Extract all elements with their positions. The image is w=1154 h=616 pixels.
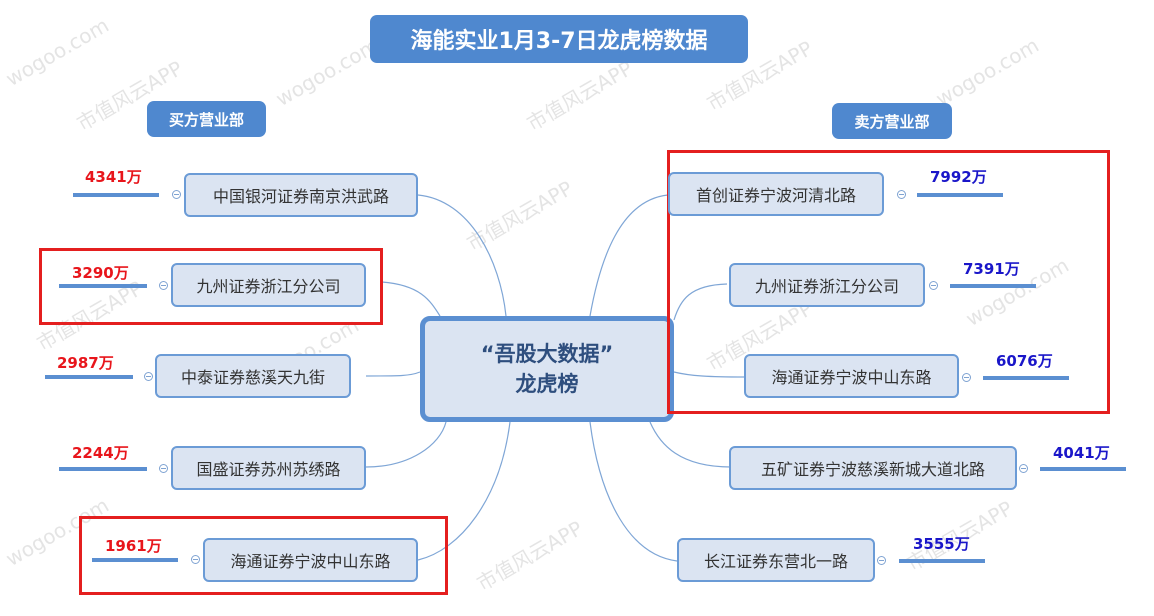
buy-amount: 2244万 bbox=[72, 444, 129, 462]
collapse-toggle-icon[interactable] bbox=[159, 464, 168, 473]
buy-section-label: 买方营业部 bbox=[147, 101, 266, 137]
highlight-box-sell-top3 bbox=[667, 150, 1110, 414]
highlight-box-buy-5 bbox=[79, 516, 448, 595]
amount-bar bbox=[59, 284, 147, 288]
buy-amount: 1961万 bbox=[105, 537, 162, 555]
collapse-toggle-icon[interactable] bbox=[1019, 464, 1028, 473]
central-topic-line2: 龙虎榜 bbox=[515, 372, 579, 396]
sell-amount: 6076万 bbox=[996, 352, 1053, 370]
buy-node[interactable]: 中泰证券慈溪天九街 bbox=[155, 354, 351, 398]
sell-amount: 3555万 bbox=[913, 535, 970, 553]
sell-amount: 7992万 bbox=[930, 168, 987, 186]
buy-amount: 2987万 bbox=[57, 354, 114, 372]
collapse-toggle-icon[interactable] bbox=[929, 281, 938, 290]
highlight-box-buy-2 bbox=[39, 248, 383, 325]
sell-node[interactable]: 五矿证券宁波慈溪新城大道北路 bbox=[729, 446, 1017, 490]
amount-bar bbox=[59, 467, 147, 471]
collapse-toggle-icon[interactable] bbox=[172, 190, 181, 199]
amount-bar bbox=[1040, 467, 1126, 471]
buy-node[interactable]: 国盛证券苏州苏绣路 bbox=[171, 446, 366, 490]
collapse-toggle-icon[interactable] bbox=[877, 556, 886, 565]
collapse-toggle-icon[interactable] bbox=[159, 281, 168, 290]
central-topic[interactable]: “吾股大数据” 龙虎榜 bbox=[420, 316, 674, 422]
sell-node[interactable]: 九州证券浙江分公司 bbox=[729, 263, 925, 307]
buy-amount: 4341万 bbox=[85, 168, 142, 186]
collapse-toggle-icon[interactable] bbox=[962, 373, 971, 382]
central-topic-line1: “吾股大数据” bbox=[480, 342, 614, 366]
amount-bar bbox=[92, 558, 178, 562]
collapse-toggle-icon[interactable] bbox=[897, 190, 906, 199]
buy-node[interactable]: 中国银河证券南京洪武路 bbox=[184, 173, 418, 217]
amount-bar bbox=[983, 376, 1069, 380]
buy-node[interactable]: 海通证券宁波中山东路 bbox=[203, 538, 418, 582]
sell-amount: 7391万 bbox=[963, 260, 1020, 278]
sell-node[interactable]: 首创证券宁波河清北路 bbox=[668, 172, 884, 216]
buy-amount: 3290万 bbox=[72, 264, 129, 282]
amount-bar bbox=[45, 375, 133, 379]
sell-node[interactable]: 海通证券宁波中山东路 bbox=[744, 354, 959, 398]
diagram-title: 海能实业1月3-7日龙虎榜数据 bbox=[370, 15, 748, 63]
collapse-toggle-icon[interactable] bbox=[144, 372, 153, 381]
sell-node[interactable]: 长江证券东营北一路 bbox=[677, 538, 875, 582]
sell-section-label: 卖方营业部 bbox=[832, 103, 952, 139]
sell-amount: 4041万 bbox=[1053, 444, 1110, 462]
amount-bar bbox=[950, 284, 1036, 288]
collapse-toggle-icon[interactable] bbox=[191, 555, 200, 564]
amount-bar bbox=[917, 193, 1003, 197]
amount-bar bbox=[73, 193, 159, 197]
amount-bar bbox=[899, 559, 985, 563]
buy-node[interactable]: 九州证券浙江分公司 bbox=[171, 263, 366, 307]
